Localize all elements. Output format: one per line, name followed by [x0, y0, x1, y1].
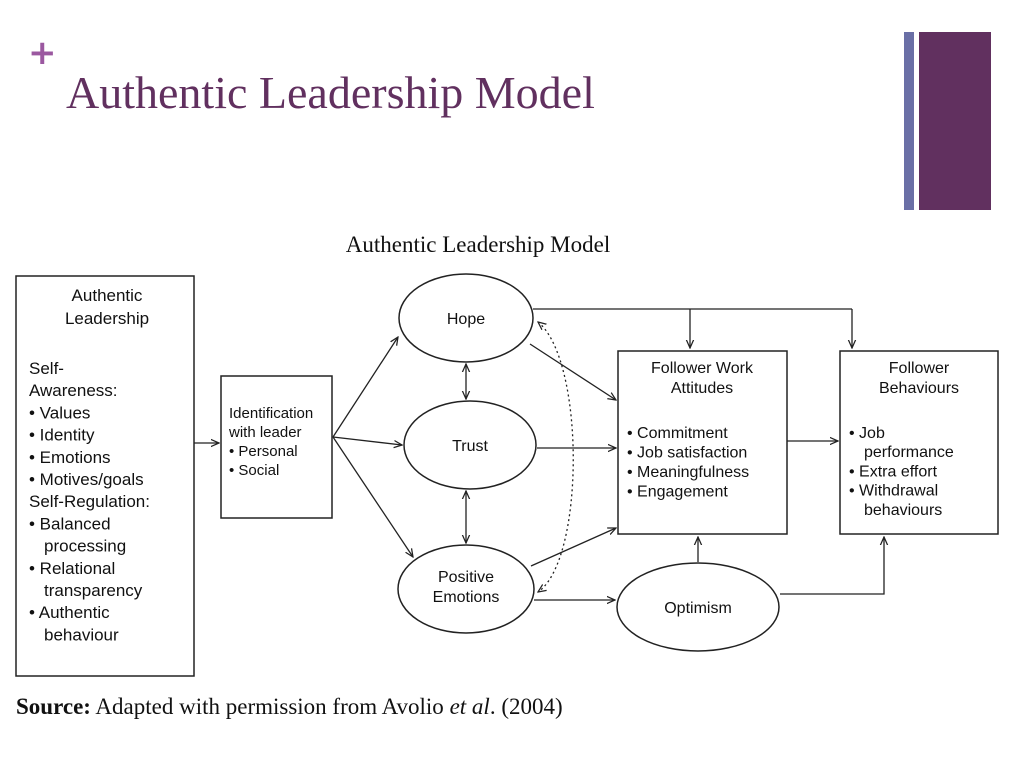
authentic-leadership-line: • Relational	[29, 559, 115, 578]
trust-node: Trust	[403, 400, 537, 490]
optimism-node: Optimism	[616, 562, 780, 652]
identification-line: with leader	[228, 424, 302, 441]
optimism-label: Optimism	[664, 600, 732, 617]
fb-item-line: • Job	[849, 425, 885, 442]
arrow-emotions-to-fwa	[530, 528, 616, 567]
source-text-2: . (2004)	[489, 694, 563, 719]
source-citation: Source: Adapted with permission from Avo…	[16, 694, 563, 720]
positive-emotions-node: Positive Emotions	[397, 544, 535, 634]
authentic-leadership-line: transparency	[44, 581, 143, 600]
authentic-leadership-heading-2: Leadership	[65, 309, 149, 328]
arrow-identification-to-trust	[332, 436, 402, 445]
fb-heading-1: Follower	[889, 360, 950, 377]
fwa-item-line: • Job satisfaction	[627, 445, 747, 462]
arrow-hope-emotions-dotted	[538, 322, 574, 592]
authentic-leadership-box: Authentic Leadership Self- Awareness: • Va…	[15, 275, 195, 677]
fwa-item-line: • Meaningfulness	[627, 464, 749, 481]
identification-line: • Personal	[229, 443, 298, 460]
arrow-hope-to-fwa	[529, 343, 616, 400]
arrow-identification-to-hope	[332, 337, 398, 438]
fwa-heading-2: Attitudes	[671, 380, 733, 397]
fb-item-line: • Withdrawal	[849, 483, 938, 500]
connectors	[194, 308, 884, 600]
authentic-leadership-line: • Balanced	[29, 514, 111, 533]
authentic-leadership-line: • Authentic	[29, 603, 110, 622]
authentic-leadership-line: • Identity	[29, 426, 95, 445]
authentic-leadership-line: Self-Regulation:	[29, 492, 150, 511]
source-text-italic: et al	[449, 694, 490, 719]
authentic-leadership-line: • Motives/goals	[29, 470, 144, 489]
positive-emotions-label-2: Emotions	[433, 589, 500, 606]
follower-work-attitudes-box: Follower Work Attitudes • Commitment • Jo…	[617, 350, 788, 535]
fb-item-line: • Extra effort	[849, 463, 938, 480]
source-label: Source:	[16, 694, 91, 719]
fb-heading-2: Behaviours	[879, 380, 959, 397]
identification-line: Identification	[229, 405, 313, 422]
follower-behaviours-box: Follower Behaviours • Job performance • Ex…	[839, 350, 999, 535]
authentic-leadership-line: • Emotions	[29, 448, 111, 467]
authentic-leadership-line: processing	[44, 537, 126, 556]
positive-emotions-label-1: Positive	[438, 569, 494, 586]
arrow-optimism-to-fb	[780, 537, 884, 595]
fwa-item-line: • Commitment	[627, 425, 728, 442]
fb-item-line: behaviours	[864, 502, 942, 519]
fwa-item-line: • Engagement	[627, 484, 728, 501]
authentic-leadership-line: Awareness:	[29, 381, 118, 400]
accent-bar-thick	[919, 32, 991, 210]
hope-node: Hope	[398, 273, 534, 363]
identification-line: • Social	[229, 462, 279, 479]
source-text-1: Adapted with permission from Avolio	[90, 694, 450, 719]
authentic-leadership-line: behaviour	[44, 625, 119, 644]
diagram-title: Authentic Leadership Model	[346, 232, 610, 257]
fb-item-line: performance	[864, 444, 954, 461]
authentic-leadership-line: Self-	[29, 359, 64, 378]
arrow-identification-to-emotions	[332, 436, 413, 557]
identification-box: Identification with leader • Personal • Soc…	[220, 375, 333, 519]
authentic-leadership-line: • Values	[29, 403, 90, 422]
accent-bar-thin	[904, 32, 914, 210]
fwa-heading-1: Follower Work	[651, 360, 754, 377]
trust-label: Trust	[452, 438, 488, 455]
hope-label: Hope	[447, 311, 485, 328]
authentic-leadership-heading-1: Authentic	[72, 286, 143, 305]
plus-icon: +	[28, 33, 57, 73]
slide-title: Authentic Leadership Model	[66, 67, 595, 118]
